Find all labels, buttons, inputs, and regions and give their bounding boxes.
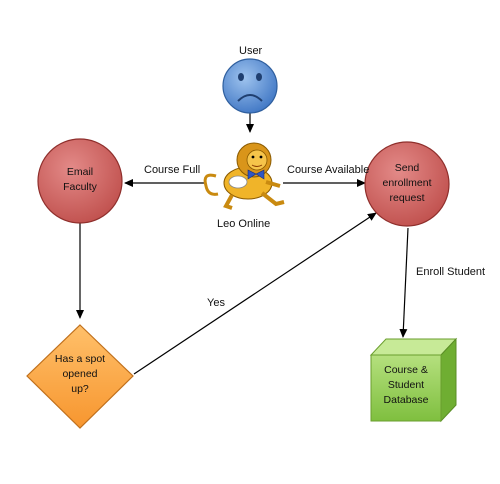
course-available-label: Course Available [287,164,370,176]
edge-yes [133,212,377,375]
send-enrollment-line1: Send [394,162,420,174]
has-spot-line2: opened [62,368,98,380]
yes-label: Yes [207,297,225,309]
database-text: Course & Student Database [371,363,441,408]
send-enrollment-line3: request [389,192,425,204]
user-sad-face-icon [222,58,278,114]
email-faculty-node [37,138,123,224]
edge-enroll-student [399,227,409,338]
email-faculty-line2: Faculty [63,181,97,193]
send-enrollment-node [364,141,450,227]
database-line1: Course & [384,364,428,376]
has-spot-line1: Has a spot [54,353,106,365]
email-faculty-line1: Email [66,166,94,178]
user-label: User [239,45,263,57]
send-enrollment-line2: enrollment [382,177,432,189]
course-full-label: Course Full [144,164,201,176]
database-line2: Student [387,379,425,391]
has-spot-decision-node [26,324,134,429]
enroll-student-label: Enroll Student [416,266,486,278]
leo-lion-mascot-icon [203,142,285,210]
email-faculty-text: Email Faculty [48,165,112,195]
has-spot-text: Has a spot opened up? [45,352,115,397]
database-cube-node [369,337,458,423]
has-spot-line3: up? [71,383,89,395]
database-line3: Database [383,394,429,406]
leo-online-label: Leo Online [217,218,271,230]
send-enrollment-text: Send enrollment request [375,161,439,206]
